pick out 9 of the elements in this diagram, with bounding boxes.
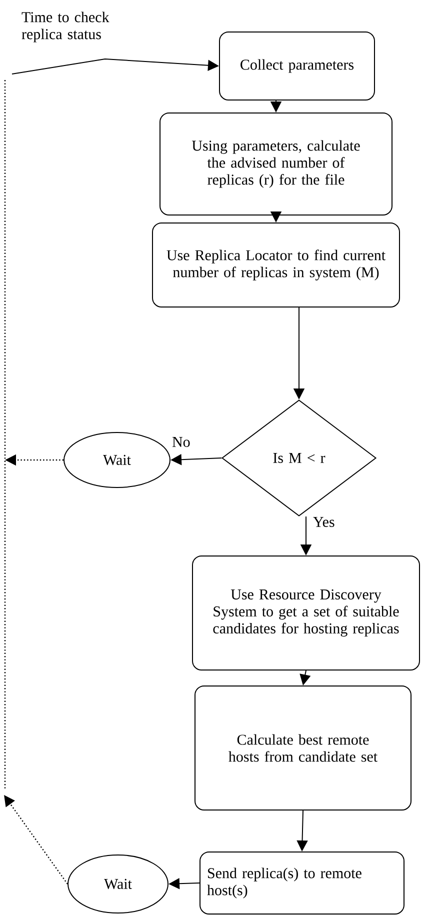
process-box: Using parameters, calculate the advised number of replicas (r) for the file [160,112,392,216]
process-box: Send replica(s) to remote host(s) [200,852,404,914]
process-box: Calculate best remote hosts from candidate set [194,686,412,810]
edge-label: Yes [313,517,334,527]
edge-label: No [172,437,190,447]
edge-label: Time to check replica status [22,12,110,42]
process-box: Use Resource Discovery System to get a set of suitable candidates for hosting replicas [192,556,420,670]
process-box: Use Replica Locator to find current number of replicas in system (M) [152,222,400,308]
process-box: Collect parameters [219,32,375,100]
